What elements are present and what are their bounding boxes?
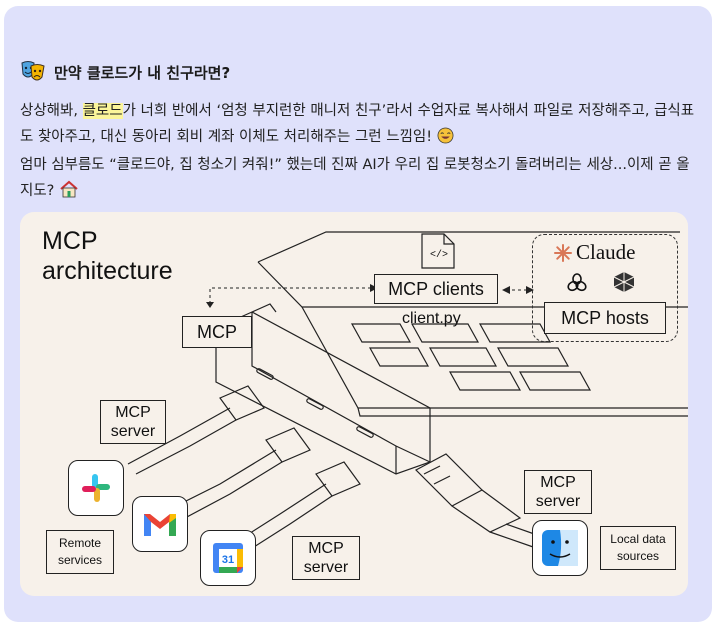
slack-tile <box>68 460 124 516</box>
gmail-icon <box>144 514 176 536</box>
mcp-server-box-bottom: MCP server <box>292 536 360 580</box>
mcp-hub-box: MCP <box>182 316 252 348</box>
post-paragraph-2: 엄마 심부름도 “클로드야, 집 청소기 켜줘!” 했는데 진짜 AI가 우리 … <box>20 157 690 199</box>
finder-tile <box>532 520 588 576</box>
claude-logo: Claude <box>554 240 635 265</box>
highlighted-claude: 클로드 <box>82 103 123 119</box>
mcp-hosts-group <box>532 234 678 342</box>
finder-icon <box>542 530 578 566</box>
gmail-tile <box>132 496 188 552</box>
mcp-hosts-box: MCP hosts <box>544 302 666 334</box>
slack-icon <box>82 474 110 502</box>
mcp-server-box-top: MCP server <box>100 400 166 444</box>
mcp-server-box-right: MCP server <box>524 470 592 514</box>
claude-starburst-icon <box>554 243 572 262</box>
local-data-sources-box: Local data sources <box>600 526 676 570</box>
google-calendar-tile: 31 <box>200 530 256 586</box>
openai-logo-icon <box>567 273 587 292</box>
remote-services-box: Remote services <box>46 530 114 574</box>
cube-logo-icon <box>613 272 635 292</box>
code-file-icon: </> <box>430 249 448 261</box>
mcp-architecture-diagram: </> MCP architecture MCP clients client.… <box>20 212 688 596</box>
post-title: 만약 클로드가 내 친구라면? <box>54 63 231 82</box>
theater-masks-icon <box>21 61 45 81</box>
house-icon <box>60 180 78 198</box>
calendar-day: 31 <box>222 554 234 566</box>
google-calendar-icon: 31 <box>213 543 243 573</box>
diagram-illustration: </> <box>127 231 688 553</box>
diagram-title: MCP architecture <box>42 227 173 285</box>
post-title-row: 만약 클로드가 내 친구라면? <box>20 60 230 84</box>
mcp-clients-box: MCP clients <box>374 274 498 304</box>
post-paragraph-1: 상상해봐, 클로드가 너희 반에서 ‘엄청 부지런한 매니저 친구’라서 수업자… <box>20 103 695 145</box>
laughing-emoji-icon <box>437 127 454 144</box>
client-file-label: client.py <box>402 310 461 327</box>
